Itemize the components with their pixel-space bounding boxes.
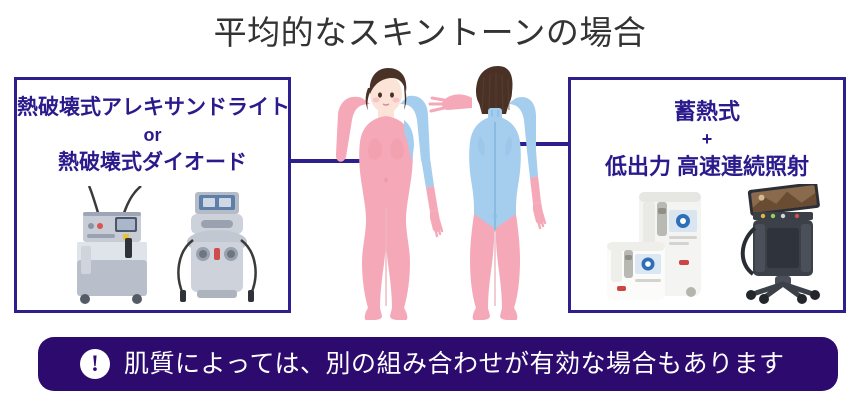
option-left-line2: 熱破壊式ダイオード bbox=[58, 151, 247, 174]
laser-machine-white-pair-icon bbox=[603, 186, 719, 304]
option-box-left: 熱破壊式アレキサンドライト or 熱破壊式ダイオード bbox=[14, 77, 291, 313]
option-left-connector: or bbox=[143, 125, 162, 145]
option-right-text-group: 蓄熱式 + 低出力 高速連続照射 bbox=[571, 97, 843, 182]
option-right-connector: + bbox=[701, 129, 713, 149]
laser-machine-gray-rounded-icon bbox=[169, 190, 265, 304]
option-left-devices bbox=[17, 180, 288, 304]
option-right-line2: 低出力 高速連続照射 bbox=[604, 154, 810, 179]
connector-line-left bbox=[291, 159, 371, 163]
female-body-front-view bbox=[335, 68, 444, 320]
page-title: 平均的なスキントーンの場合 bbox=[213, 14, 647, 51]
note-banner: ! 肌質によっては、別の組み合わせが有効な場合もあります bbox=[38, 337, 838, 391]
laser-machine-gray-tall-icon bbox=[63, 186, 159, 304]
body-figures-group: .pink { fill: #f5a9b8; } .pink-d { fill:… bbox=[300, 58, 560, 320]
option-box-right: 蓄熱式 + 低出力 高速連続照射 bbox=[568, 77, 846, 313]
female-body-back-view bbox=[428, 66, 547, 320]
option-right-line1: 蓄熱式 bbox=[673, 99, 740, 124]
exclamation-circle-icon: ! bbox=[80, 349, 110, 379]
note-banner-text: 肌質によっては、別の組み合わせが有効な場合もあります bbox=[124, 350, 785, 378]
exclamation-glyph: ! bbox=[91, 350, 99, 376]
option-right-devices bbox=[571, 180, 843, 304]
option-left-text-group: 熱破壊式アレキサンドライト or 熱破壊式ダイオード bbox=[17, 93, 290, 178]
option-left-line1: 熱破壊式アレキサンドライト bbox=[17, 96, 290, 119]
laser-machine-dark-screen-icon bbox=[731, 184, 835, 304]
